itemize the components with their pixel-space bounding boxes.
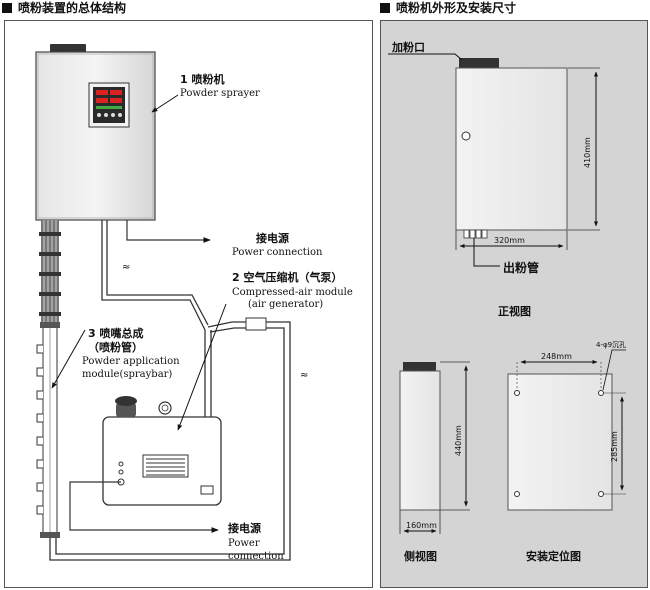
inlet-label: 加粉口 [391, 40, 425, 54]
compressor-label-en2: (air generator) [248, 299, 323, 310]
front-view-caption: 正视图 [498, 304, 531, 318]
front-width-label: 320mm [494, 236, 525, 245]
power-label-2-zh: 接电源 [228, 521, 261, 535]
control-panel-display [88, 82, 130, 128]
spraybar-label-en2: module(spraybar) [82, 369, 172, 380]
left-section-header: 喷粉装置的总体结构 [2, 0, 126, 16]
hose-connector [245, 317, 267, 331]
spraybar-tubes [39, 220, 61, 325]
mount-width-dimension [516, 360, 602, 391]
sprayer-label-zh: 1 喷粉机 [180, 72, 224, 86]
left-section-title: 喷粉装置的总体结构 [18, 1, 127, 15]
front-height-dimension [568, 67, 600, 231]
front-width-dimension [455, 230, 568, 250]
power-label-1-en: Power connection [232, 247, 323, 258]
spraybar-label-zh1: 3 喷嘴总成 [88, 326, 143, 340]
air-compressor-unit [102, 396, 222, 506]
inlet-leader [388, 53, 463, 61]
front-height-label: 410mm [583, 137, 592, 168]
power-label-1-zh: 接电源 [256, 231, 289, 245]
sprayer-leader-arrow [151, 94, 179, 113]
right-section-title: 喷粉机外形及安装尺寸 [396, 1, 517, 15]
side-width-dimension [399, 510, 441, 534]
outlet-leader [473, 238, 500, 267]
compressor-leader-arrow [177, 303, 227, 431]
mount-height-dimension [603, 392, 626, 495]
spraybar-bar [36, 322, 60, 538]
hole-note-leader [602, 349, 626, 391]
sprayer-label-en: Powder sprayer [180, 88, 260, 99]
side-height-dimension [440, 361, 470, 511]
side-height-label: 440mm [454, 425, 463, 456]
front-view [455, 58, 568, 239]
power-cable-1 [126, 220, 211, 243]
compressor-label-zh: 2 空气压缩机（气泵） [232, 270, 342, 284]
compressor-label-en1: Compressed-air module [232, 287, 353, 298]
power-label-2-en1: Power [228, 538, 260, 549]
break-mark: ≈ [122, 262, 130, 273]
mount-layout-caption: 安装定位图 [526, 549, 581, 563]
power-label-2-en2: connection [228, 551, 284, 562]
side-view [399, 362, 441, 511]
power-cable-2 [69, 481, 219, 533]
side-width-label: 160mm [406, 521, 437, 530]
spraybar-label-zh2: （喷粉管） [88, 340, 143, 354]
spraybar-label-en1: Powder application [82, 356, 180, 367]
hole-note-label: 4-φ9沉孔 [596, 341, 626, 349]
mounting-plate [507, 373, 613, 511]
spraybar-leader-arrow [51, 329, 86, 389]
outlet-label: 出粉管 [503, 260, 539, 275]
right-section-header: 喷粉机外形及安装尺寸 [380, 0, 516, 16]
powder-sprayer-unit [35, 44, 156, 221]
mount-width-label: 248mm [541, 352, 572, 361]
side-view-caption: 侧视图 [404, 549, 437, 563]
break-mark: ≈ [300, 370, 308, 381]
mount-height-label: 285mm [610, 431, 619, 462]
